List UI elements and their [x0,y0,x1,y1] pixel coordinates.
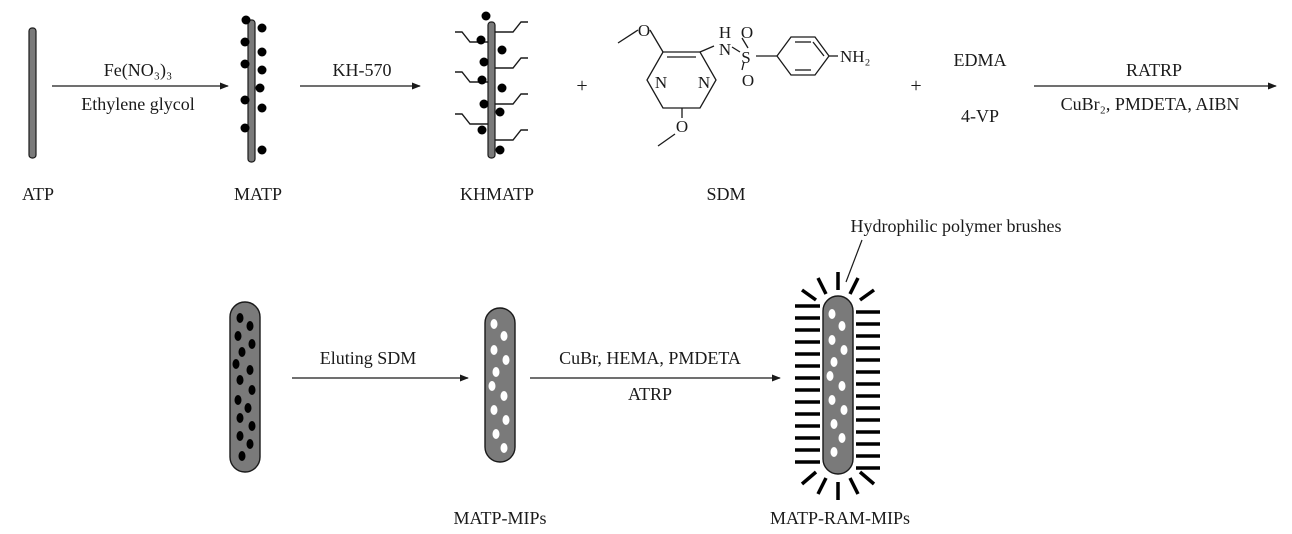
step5-bottom-label: ATRP [628,384,672,404]
sdm-o-top: O [741,23,753,42]
brushes-label: Hydrophilic polymer brushes [851,216,1062,236]
step3-bottom-label: CuBr₂, PMDETA, AIBN [1061,94,1240,114]
matp-label: MATP [234,184,282,204]
sdm-ring-n-right: N [698,73,710,92]
sdm-label: SDM [706,184,745,204]
step1-bottom-label: Ethylene glycol [81,94,194,114]
mip-rod-with-template [229,301,261,473]
sdm-ring-n-left: N [655,73,667,92]
sdm-methoxy-o-top: O [638,21,650,40]
khmatp-rod [455,11,528,159]
matp-mips-rod [484,307,516,463]
step1-top-label: Fe(NO₃)₃ [104,60,173,81]
edma-label: EDMA [954,50,1007,70]
4vp-label: 4-VP [961,106,999,126]
matp-mips-label: MATP-MIPs [453,508,546,528]
sdm-h: H [719,23,731,42]
sdm-n-link: N [719,40,731,59]
atp-label: ATP [22,184,54,204]
matp-ram-mips-rod [795,272,880,500]
matp-ram-mips-label: MATP-RAM-MIPs [770,508,910,528]
sdm-structure: O N N O H N S O O NH₂ [617,21,870,147]
sdm-s: S [741,48,750,67]
brushes-callout-line [845,239,863,283]
atp-rod [28,27,37,159]
plus-sign-1: + [576,75,587,97]
matp-rod [240,15,267,163]
step5-top-label: CuBr, HEMA, PMDETA [559,348,741,368]
step3-top-label: RATRP [1126,60,1182,80]
sdm-methoxy-o-bottom: O [676,117,688,136]
plus-sign-2: + [910,75,921,97]
sdm-o-bottom: O [742,71,754,90]
step4-top-label: Eluting SDM [320,348,417,368]
step2-top-label: KH-570 [333,60,392,80]
sdm-nh2: NH₂ [840,47,870,66]
khmatp-label: KHMATP [460,184,534,204]
